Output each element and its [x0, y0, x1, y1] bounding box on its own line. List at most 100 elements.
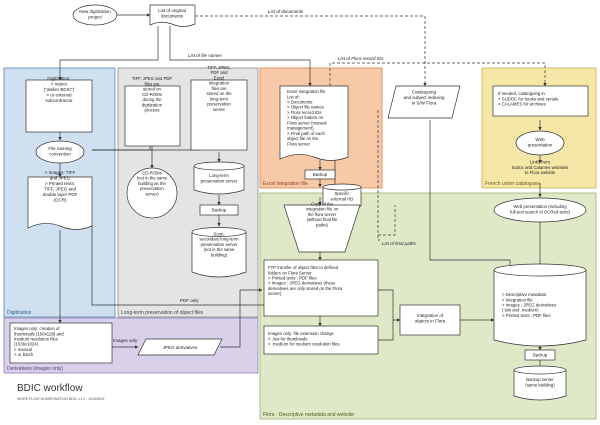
node-text-line: and subject indexing: [403, 95, 445, 100]
node-text-line: and JPEG: [50, 176, 71, 181]
node-jpeg-derivatives: [137, 338, 223, 356]
node-text-line: Cataloguing: [412, 89, 437, 94]
node-file-naming: [35, 140, 85, 164]
node-text-line: Web: [535, 137, 545, 142]
node-text-line: > Flora record IDs: [287, 110, 322, 115]
node-text-line: in S/W Flora: [412, 100, 437, 105]
node-text-line: paths): [316, 222, 329, 227]
node-text-line: preservation: [140, 186, 164, 191]
node-text-line: Web presentation (including: [513, 204, 567, 209]
node-text-line: If needed, cataloguing in: [498, 91, 545, 96]
node-text-line: JPEG derivatives: [163, 345, 198, 350]
node-text-line: (.low and .medium): [502, 308, 539, 313]
node-text-line: integration: [209, 81, 230, 86]
label-list-of-final-paths: List of final paths: [382, 241, 417, 246]
node-text-line: > Printed texts : PDF files: [268, 275, 317, 280]
node-thumbnails: [9, 322, 113, 364]
node-text-line: during the: [142, 97, 162, 102]
node-text-line: File naming: [48, 146, 72, 151]
node-excel-list: [279, 85, 349, 161]
node-text-line: > CALAMES for archives: [498, 101, 546, 106]
node-text-line: process: [144, 108, 159, 113]
node-text-line: long-term: [210, 96, 229, 101]
node-text-line: Flora server: [287, 141, 310, 146]
node-backup-excel: [304, 169, 336, 180]
node-text-line: Images only: creation of: [14, 326, 60, 331]
node-text-line: > Descriptive metadata: [502, 292, 547, 297]
node-text-line: preservation server: [201, 242, 238, 247]
node-lt-text-lines: TIFF, JPEG,PDF andExcelintegrationfiles …: [206, 65, 232, 112]
node-text-line: Backup: [212, 208, 227, 213]
node-text-line: server): [268, 291, 282, 296]
node-text-line: presentation: [528, 143, 553, 148]
node-text-line: Backup: [533, 353, 548, 358]
node-text-line: stored on the: [206, 91, 232, 96]
node-text-line: object file on the: [287, 136, 319, 141]
node-web-presentation: [515, 130, 565, 156]
node-text-line: > Printed texts : PDF files: [502, 313, 551, 318]
node-text-line: derivatives are only stored on the Flora: [268, 286, 343, 291]
node-text-line: convention: [49, 152, 71, 157]
node-jpeg-derivatives-text: JPEG derivatives: [163, 345, 198, 350]
node-text-line: server): [145, 191, 159, 196]
region-label-derivatives: Derivatives (images only): [7, 366, 63, 372]
node-text-line: ("atelier BDIC"): [44, 87, 75, 92]
node-soon-server: [191, 227, 247, 278]
node-text-line: > Printed texts:: [45, 181, 75, 186]
node-text-line: > or batch: [14, 352, 34, 357]
node-text-line: > Object file names: [287, 105, 324, 110]
node-text-line: > indoor: [51, 81, 68, 86]
node-text-line: Flora server (manual: [287, 120, 327, 125]
node-sudoc-text: If needed, cataloguing in> SUDOC for boo…: [498, 91, 558, 106]
node-text-line: (OCR): [54, 198, 67, 203]
node-digitization-text: Digitization:> indoor("atelier BDIC")> o…: [44, 76, 75, 103]
node-text-line: Images only: file extension change: [268, 331, 335, 336]
node-text-line: Sudoc and Calames websites: [512, 165, 569, 170]
node-backup-lt-text: Backup: [212, 208, 227, 213]
node-text-line: medium resolution files: [14, 336, 58, 341]
node-integration-flora: [399, 304, 461, 336]
node-text-line: > Integration file: [502, 297, 533, 302]
node-text-line: external HD: [331, 196, 354, 201]
node-text-line: Specific: [334, 191, 350, 196]
node-text-line: (not in the same: [204, 247, 235, 252]
node-text-line: folders on Flora Server: [268, 270, 312, 275]
node-text-line: Soon,: [213, 231, 224, 236]
node-backup-lt: [199, 204, 239, 216]
node-text-line: TIFF, JPEG,: [207, 65, 230, 70]
node-text-line: building): [211, 252, 228, 257]
label-list-of-flora-ids: List of Flora record IDs: [338, 56, 384, 61]
node-text-line: > manual: [14, 347, 32, 352]
node-text-line: TIFF, JPEG and: [44, 187, 77, 192]
node-text-line: preservation: [207, 102, 231, 107]
node-text-line: files are: [211, 86, 227, 91]
node-text-line: Digitization:: [47, 76, 70, 81]
node-text-line: to Flora website: [525, 170, 556, 175]
node-text-line: TIFF, JPEG and PDF: [132, 76, 173, 81]
node-text-line: > SUDOC for books and serials: [498, 96, 558, 101]
node-images-ext: [263, 325, 379, 355]
node-text-line: (same building): [525, 382, 555, 387]
region-label-digitization: Digitization: [7, 310, 32, 316]
node-images-tiff: [27, 176, 93, 230]
node-text-line: > Documents: [287, 99, 312, 104]
node-text-line: (not in the same: [137, 176, 168, 181]
node-backup-server: [513, 365, 567, 401]
node-text-line: Copy of the: [311, 201, 334, 206]
node-text-line: (1536x1024): [14, 342, 39, 347]
node-text-line: > Final path of each: [287, 131, 325, 136]
node-text-line: > Object folders on: [287, 115, 324, 120]
